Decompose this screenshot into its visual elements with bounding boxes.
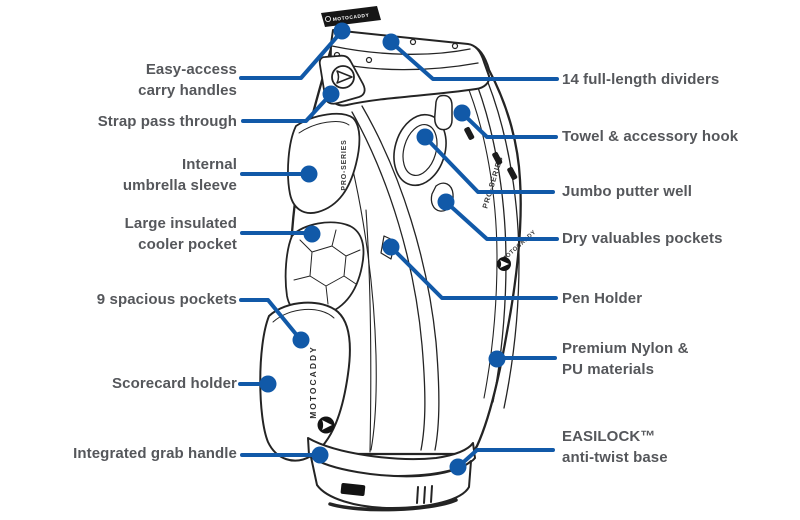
callout-label-jumbo-putter-well: Jumbo putter well	[562, 183, 693, 200]
leader-dot-pen-holder	[382, 238, 400, 256]
golf-bag: MOTOCADDY PRO-SERIES	[259, 6, 538, 512]
leader-dot-internal-umbrella-sleeve	[300, 165, 318, 183]
umbrella-sleeve-pocket: PRO-SERIES	[287, 112, 361, 214]
leader-dot-jumbo-putter-well	[416, 128, 434, 146]
callout-label-strap-pass-through: Strap pass through	[97, 113, 237, 130]
scorecard-pocket: MOTOCADDY	[259, 301, 351, 462]
seam-line	[361, 105, 440, 451]
leader-line-full-length-dividers	[389, 40, 559, 81]
leader-dot-easilock-anti-twist-base	[449, 458, 467, 476]
leader-dot-towel-accessory-hook	[453, 104, 471, 122]
callout-label-dry-valuables-pockets: Dry valuables pockets	[562, 230, 723, 247]
leader-line-nine-spacious-pockets	[239, 298, 302, 341]
leader-dot-dry-valuables-pockets	[437, 193, 455, 211]
callout-label-towel-accessory-hook: Towel & accessory hook	[562, 128, 739, 145]
callout-label-internal-umbrella-sleeve: Internal umbrella sleeve	[122, 156, 237, 194]
leader-line-dry-valuables-pockets	[444, 200, 559, 241]
callout-label-easy-access-carry-handles: Easy-access carry handles	[138, 61, 237, 99]
putter-well	[393, 113, 447, 187]
seam-line	[481, 67, 520, 409]
leader-line-jumbo-putter-well	[423, 135, 555, 194]
callout-label-integrated-grab-handle: Integrated grab handle	[73, 445, 237, 462]
leader-dot-scorecard-holder	[259, 375, 277, 393]
leader-dot-premium-nylon-pu-materials	[488, 350, 506, 368]
callout-label-nine-spacious-pockets: 9 spacious pockets	[96, 291, 237, 308]
top-cuff	[329, 29, 491, 107]
zip-pulls	[464, 126, 518, 180]
leader-dot-large-insulated-cooler-pocket	[303, 225, 321, 243]
callout-label-full-length-dividers: 14 full-length dividers	[562, 71, 720, 88]
seam-line	[365, 209, 372, 453]
brand-text-left-pocket: MOTOCADDY	[308, 345, 318, 419]
top-strap-brand-text: MOTOCADDY	[333, 13, 370, 23]
callout-label-pen-holder: Pen Holder	[562, 290, 643, 307]
callout-label-premium-nylon-pu-materials: Premium Nylon & PU materials	[562, 340, 689, 378]
seam-line	[351, 111, 426, 451]
leader-dot-nine-spacious-pockets	[292, 331, 310, 349]
leader-dot-full-length-dividers	[382, 33, 400, 51]
leader-dot-integrated-grab-handle	[311, 446, 329, 464]
top-strap: MOTOCADDY	[321, 6, 381, 27]
leader-line-strap-pass-through	[241, 92, 333, 123]
leader-line-easy-access-carry-handles	[239, 29, 344, 80]
seam-line	[339, 119, 377, 451]
leader-dot-easy-access-carry-handles	[333, 22, 351, 40]
callout-label-easilock-anti-twist-base: EASILOCK™ anti-twist base	[562, 428, 668, 466]
leader-lines	[238, 22, 559, 476]
leader-line-pen-holder	[389, 245, 558, 300]
easilock-base	[307, 437, 476, 512]
towel-hook	[434, 94, 453, 131]
leader-line-towel-accessory-hook	[460, 111, 558, 139]
callout-label-large-insulated-cooler-pocket: Large insulated cooler pocket	[124, 215, 237, 253]
callout-label-scorecard-holder: Scorecard holder	[112, 375, 237, 392]
leader-dot-strap-pass-through	[322, 85, 340, 103]
series-text-left-pocket: PRO-SERIES	[341, 139, 348, 190]
base-label	[340, 482, 366, 497]
cooler-pocket	[284, 221, 365, 318]
